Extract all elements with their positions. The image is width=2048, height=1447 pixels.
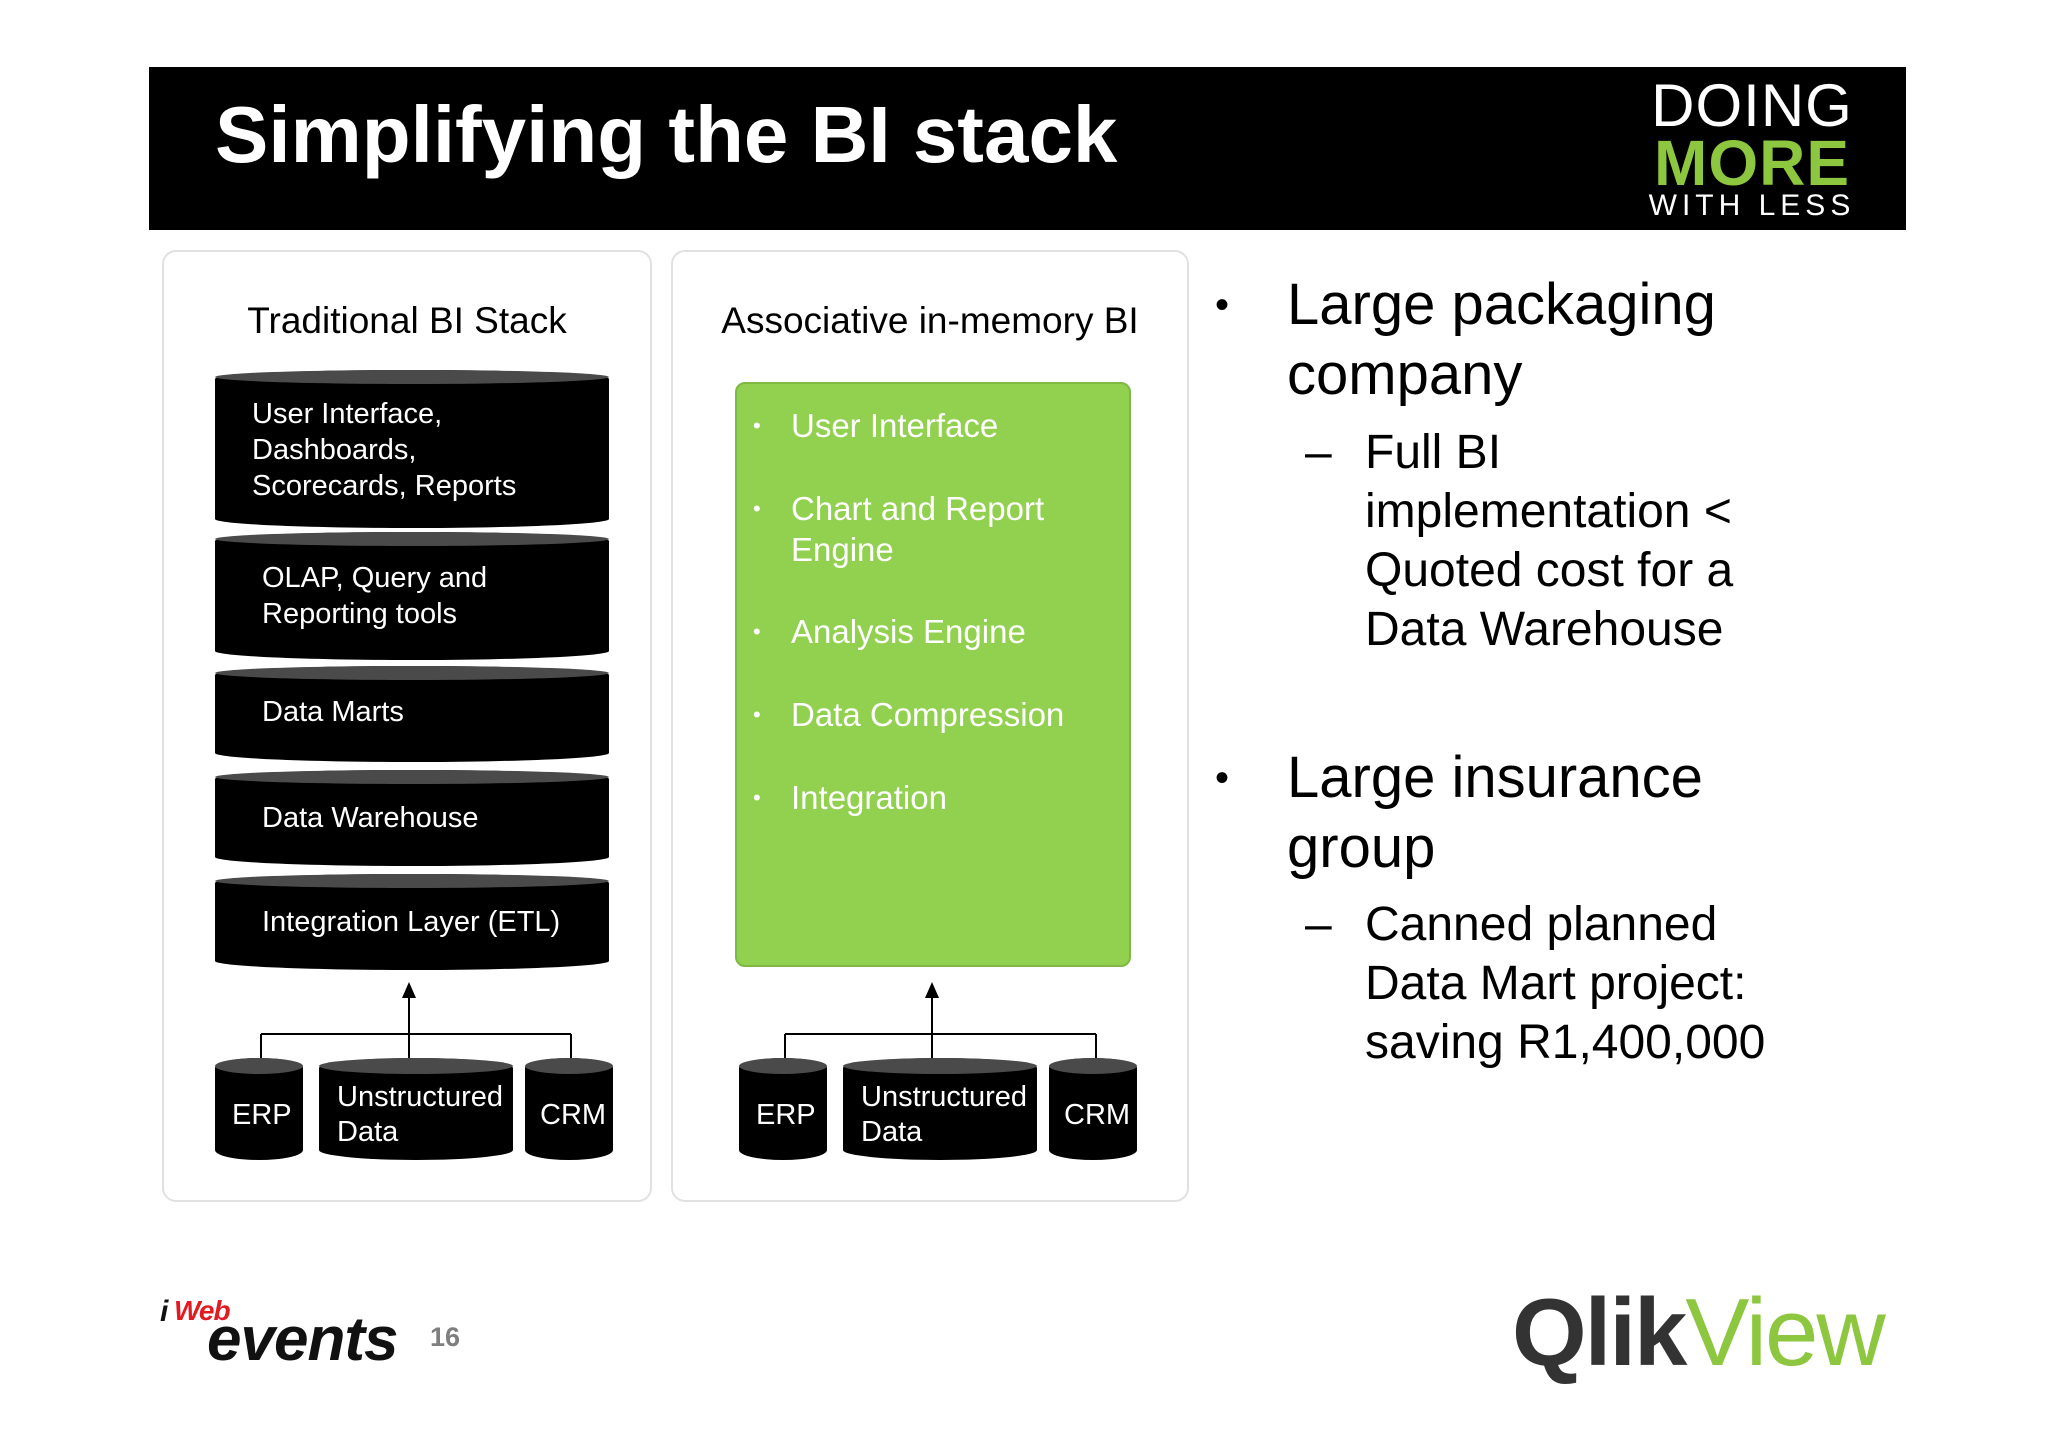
layer-data-warehouse-text: Data Warehouse <box>262 800 479 836</box>
source-line: Unstructured <box>861 1081 1028 1113</box>
sub-bullet-line: Data Warehouse <box>1365 603 1724 656</box>
sub-bullet-text: Full BI implementation < Quoted cost for… <box>1365 423 1733 659</box>
bullet-icon: • <box>753 785 761 810</box>
source-unstructured-data: Unstructured Data <box>843 1058 1037 1160</box>
bullet-line: Large packaging <box>1287 272 1716 337</box>
source-erp: ERP <box>739 1058 827 1160</box>
logo-events: events <box>207 1305 398 1374</box>
bullet-icon: • <box>1215 283 1230 327</box>
source-unstructured-label: Unstructured Data <box>337 1080 503 1150</box>
layer-data-warehouse: Data Warehouse <box>215 770 609 866</box>
layer-data-marts-text: Data Marts <box>262 694 404 730</box>
slide-title: Simplifying the BI stack <box>215 90 1118 179</box>
source-unstructured-label: Unstructured Data <box>861 1080 1027 1150</box>
traditional-connector <box>260 982 572 1062</box>
layer-olap: OLAP, Query and Reporting tools <box>215 532 609 660</box>
source-line: Unstructured <box>337 1081 504 1113</box>
layer-integration-etl-text: Integration Layer (ETL) <box>262 904 560 940</box>
layer-integration-etl: Integration Layer (ETL) <box>215 874 609 970</box>
green-item: • Analysis Engine <box>753 611 1026 652</box>
layer-line: Data Warehouse <box>262 802 479 834</box>
sub-bullet-line: Data Mart project: <box>1365 957 1747 1010</box>
layer-line: Scorecards, Reports <box>252 470 517 502</box>
associative-connector <box>784 982 1097 1062</box>
green-item-line: Chart and Report <box>791 490 1045 527</box>
green-item-line: Data Compression <box>791 696 1065 733</box>
badge-line-2: MORE <box>1654 127 1850 199</box>
sub-bullet-line: saving R1,400,000 <box>1365 1016 1766 1069</box>
up-arrow-icon <box>402 982 416 998</box>
page-number: 16 <box>430 1322 461 1352</box>
sub-bullet-line: Full BI <box>1365 426 1502 479</box>
green-item: • Integration <box>753 777 947 818</box>
bullet-icon: • <box>753 413 761 438</box>
green-item-line: Engine <box>791 531 894 568</box>
associative-panel-title: Associative in-memory BI <box>721 300 1139 341</box>
layer-user-interface: User Interface, Dashboards, Scorecards, … <box>215 370 609 528</box>
source-erp: ERP <box>215 1058 303 1160</box>
dash-icon: – <box>1305 898 1332 951</box>
traditional-bi-panel: Traditional BI Stack User Interface, Das… <box>162 250 652 1202</box>
layer-line: Integration Layer (ETL) <box>262 906 561 938</box>
badge-line-1: DOING <box>1651 72 1853 139</box>
logo-i: i <box>160 1295 169 1328</box>
layer-olap-text: OLAP, Query and Reporting tools <box>262 560 487 632</box>
green-item: • User Interface <box>753 405 998 446</box>
traditional-panel-title: Traditional BI Stack <box>247 300 567 341</box>
bullet-text: Large insurance group <box>1287 743 1703 883</box>
layer-line: OLAP, Query and <box>262 562 488 594</box>
doing-more-with-less-logo: DOING MORE WITH LESS <box>1646 72 1858 222</box>
sub-bullet-line: Quoted cost for a <box>1365 544 1734 597</box>
bullet-line: company <box>1287 342 1523 407</box>
source-erp-label: ERP <box>232 1099 292 1131</box>
layer-line: Dashboards, <box>252 434 417 466</box>
green-item-line: User Interface <box>791 407 999 444</box>
sub-bullet-line: Canned planned <box>1365 898 1718 951</box>
layer-data-marts: Data Marts <box>215 666 609 762</box>
badge-line-3: WITH LESS <box>1648 189 1856 222</box>
green-item: • Data Compression <box>753 694 1064 735</box>
layer-user-interface-text: User Interface, Dashboards, Scorecards, … <box>252 396 516 504</box>
source-erp-label: ERP <box>756 1099 816 1131</box>
dash-icon: – <box>1305 426 1332 479</box>
sub-bullet-line: implementation < <box>1365 485 1732 538</box>
source-crm: CRM <box>525 1058 613 1160</box>
bullet-text: Large packaging company <box>1287 270 1716 410</box>
up-arrow-icon <box>925 982 939 998</box>
source-crm-label: CRM <box>540 1099 607 1131</box>
layer-line: User Interface, <box>252 398 443 430</box>
source-crm: CRM <box>1049 1058 1137 1160</box>
bullet-icon: • <box>753 496 761 521</box>
qlikview-logo-part2: View <box>1685 1279 1885 1386</box>
bullet-line: Large insurance <box>1287 745 1703 810</box>
bullet-icon: • <box>753 702 761 727</box>
bullet-line: group <box>1287 815 1436 880</box>
green-item-line: Integration <box>791 779 947 816</box>
layer-line: Data Marts <box>262 696 404 728</box>
itweb-events-logo: i Web events <box>160 1295 430 1375</box>
logo-web: Web <box>174 1295 231 1326</box>
associative-bi-panel: Associative in-memory BI • User Interface… <box>671 250 1189 1202</box>
bullet-icon: • <box>1215 756 1230 800</box>
sub-bullet-text: Canned planned Data Mart project: saving… <box>1365 895 1765 1072</box>
source-unstructured-data: Unstructured Data <box>319 1058 513 1160</box>
title-bar: Simplifying the BI stack DOING MORE WITH… <box>149 67 1906 230</box>
green-item-line: Analysis Engine <box>791 613 1026 650</box>
bullet-icon: • <box>753 619 761 644</box>
layer-line: Reporting tools <box>262 598 458 630</box>
qlikview-logo: QlikView <box>1512 1283 1886 1383</box>
source-line: Data <box>337 1116 399 1148</box>
source-line: Data <box>861 1116 923 1148</box>
qlikview-logo-part1: Qlik <box>1512 1279 1687 1386</box>
source-crm-label: CRM <box>1064 1099 1131 1131</box>
